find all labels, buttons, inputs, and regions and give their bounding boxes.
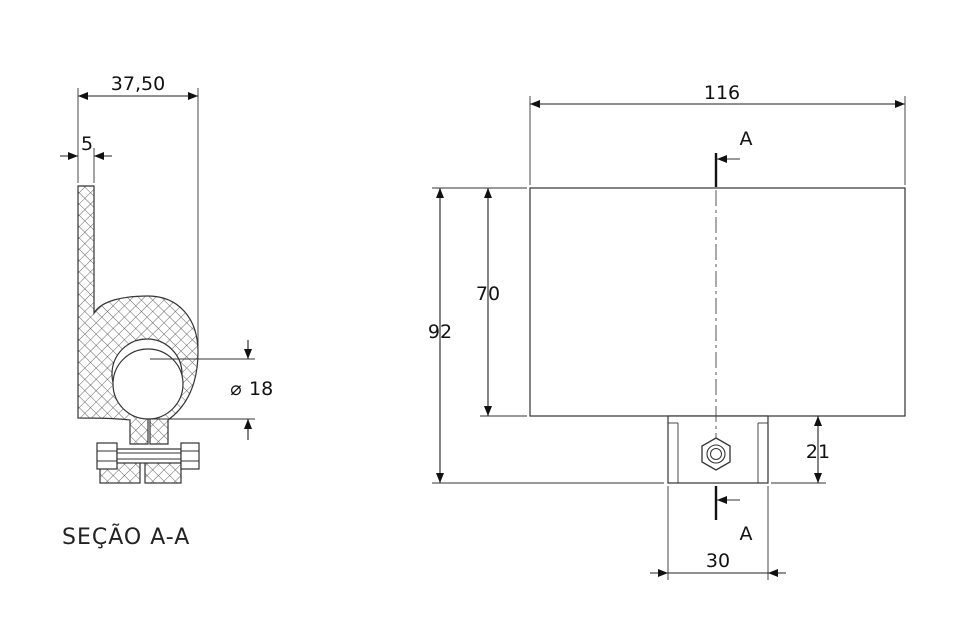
dimension-plate-height: 70 bbox=[476, 187, 527, 417]
clamp-hole bbox=[112, 348, 184, 420]
clamp-bolt bbox=[96, 442, 200, 470]
dimension-overall-height: 92 bbox=[428, 187, 664, 484]
dimension-tab-width: 30 bbox=[650, 486, 786, 580]
lower-tab bbox=[667, 415, 769, 484]
section-view: 37,50 5 ⌀ 18 SEÇÃO A-A bbox=[60, 73, 273, 550]
dim-label-overall-height: 92 bbox=[428, 321, 452, 343]
hex-nut-icon bbox=[701, 437, 731, 471]
dim-label-tab-width: 30 bbox=[706, 550, 730, 572]
dimension-wall-thickness: 5 bbox=[60, 133, 112, 183]
section-label-bottom: A bbox=[740, 523, 753, 545]
dim-diameter-symbol: ⌀ bbox=[230, 378, 241, 400]
dimension-overall-width: 116 bbox=[529, 82, 906, 185]
dimension-section-width: 37,50 bbox=[77, 73, 199, 350]
dim-label-section-width: 37,50 bbox=[111, 73, 165, 95]
main-plate bbox=[529, 187, 906, 417]
dim-label-tab-height: 21 bbox=[806, 441, 830, 463]
section-title: SEÇÃO A-A bbox=[62, 523, 190, 550]
dimension-tab-height: 21 bbox=[771, 416, 830, 484]
dimension-hole-diameter: ⌀ 18 bbox=[150, 340, 273, 440]
dim-label-overall-width: 116 bbox=[704, 82, 740, 104]
dim-label-wall-thickness: 5 bbox=[81, 133, 93, 155]
dim-label-plate-height: 70 bbox=[476, 283, 500, 305]
section-label-top: A bbox=[740, 128, 753, 150]
front-view: A A 116 70 92 bbox=[428, 82, 906, 580]
dim-label-hole-diameter: 18 bbox=[249, 378, 273, 400]
section-marker-bottom: A bbox=[714, 486, 753, 545]
section-marker-top: A bbox=[714, 128, 753, 187]
